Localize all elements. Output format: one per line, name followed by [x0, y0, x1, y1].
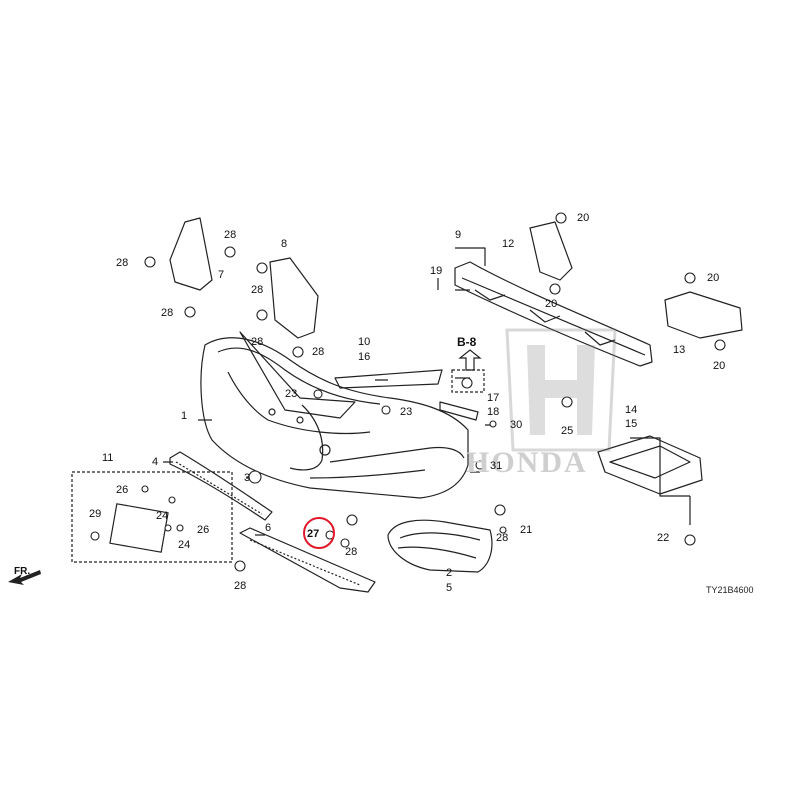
- label-part-10[interactable]: 10: [358, 336, 371, 348]
- label-part-26-b[interactable]: 26: [197, 524, 210, 536]
- bracket-7: [169, 217, 213, 291]
- label-part-21[interactable]: 21: [520, 524, 533, 536]
- label-part-6[interactable]: 6: [265, 522, 272, 534]
- label-part-11[interactable]: 11: [102, 452, 114, 464]
- fog-light-bezel: [387, 519, 493, 573]
- front-bumper-cover: [200, 331, 469, 499]
- label-part-28-b[interactable]: 28: [224, 229, 237, 241]
- bracket-12: [529, 221, 573, 281]
- upper-beam-9: [454, 261, 653, 367]
- label-part-7[interactable]: 7: [218, 269, 225, 281]
- label-part-15[interactable]: 15: [625, 418, 638, 430]
- label-part-12[interactable]: 12: [502, 238, 515, 250]
- label-part-5[interactable]: 5: [446, 582, 453, 594]
- label-part-1[interactable]: 1: [181, 410, 188, 422]
- grille-part-4: [169, 451, 273, 521]
- bracket-13: [664, 291, 743, 339]
- label-part-26-a[interactable]: 26: [116, 484, 129, 496]
- label-part-24-b[interactable]: 24: [178, 539, 191, 551]
- label-part-23-b[interactable]: 23: [400, 406, 413, 418]
- label-part-29[interactable]: 29: [89, 508, 102, 520]
- label-part-25[interactable]: 25: [561, 425, 574, 437]
- direction-label: FR.: [14, 566, 31, 577]
- label-part-14[interactable]: 14: [625, 404, 638, 416]
- label-part-28-d[interactable]: 28: [251, 284, 264, 296]
- label-part-17[interactable]: 17: [487, 392, 500, 404]
- label-part-20-d[interactable]: 20: [713, 360, 726, 372]
- label-part-28-g[interactable]: 28: [345, 546, 358, 558]
- label-part-13[interactable]: 13: [673, 344, 686, 356]
- watermark-text: HONDA: [466, 446, 588, 479]
- label-part-28-e[interactable]: 28: [251, 336, 264, 348]
- label-part-8[interactable]: 8: [281, 238, 288, 250]
- bracket-8: [269, 257, 319, 339]
- label-part-16[interactable]: 16: [358, 351, 371, 363]
- trim-18: [439, 401, 479, 421]
- label-part-20-c[interactable]: 20: [707, 272, 720, 284]
- label-part-28-f[interactable]: 28: [312, 346, 325, 358]
- label-part-31[interactable]: 31: [490, 460, 503, 472]
- label-part-2[interactable]: 2: [446, 567, 453, 579]
- label-part-22[interactable]: 22: [657, 532, 670, 544]
- label-part-28-i[interactable]: 28: [234, 580, 247, 592]
- label-part-18[interactable]: 18: [487, 406, 500, 418]
- label-part-4[interactable]: 4: [152, 456, 159, 468]
- label-part-19[interactable]: 19: [430, 265, 443, 277]
- license-plate-frame: [109, 503, 169, 553]
- label-part-30[interactable]: 30: [510, 419, 523, 431]
- label-part-20-a[interactable]: 20: [577, 212, 590, 224]
- label-part-28-h[interactable]: 28: [496, 532, 509, 544]
- label-part-24-a[interactable]: 24: [156, 510, 169, 522]
- label-part-28-c[interactable]: 28: [161, 307, 174, 319]
- trim-10-16: [334, 369, 443, 389]
- figure-code: TY21B4600: [706, 585, 754, 595]
- label-part-23-a[interactable]: 23: [285, 388, 298, 400]
- ref-box-label[interactable]: B-8: [457, 335, 477, 349]
- label-part-3[interactable]: 3: [244, 472, 251, 484]
- label-part-28-a[interactable]: 28: [116, 257, 129, 269]
- splash-shield: [597, 435, 703, 495]
- label-part-27[interactable]: 27: [307, 528, 320, 540]
- highlight-ring: [303, 517, 335, 549]
- label-part-20-b[interactable]: 20: [545, 298, 558, 310]
- label-part-9[interactable]: 9: [455, 229, 462, 241]
- honda-logo-watermark: [505, 328, 617, 452]
- lower-garnish-6: [239, 527, 376, 593]
